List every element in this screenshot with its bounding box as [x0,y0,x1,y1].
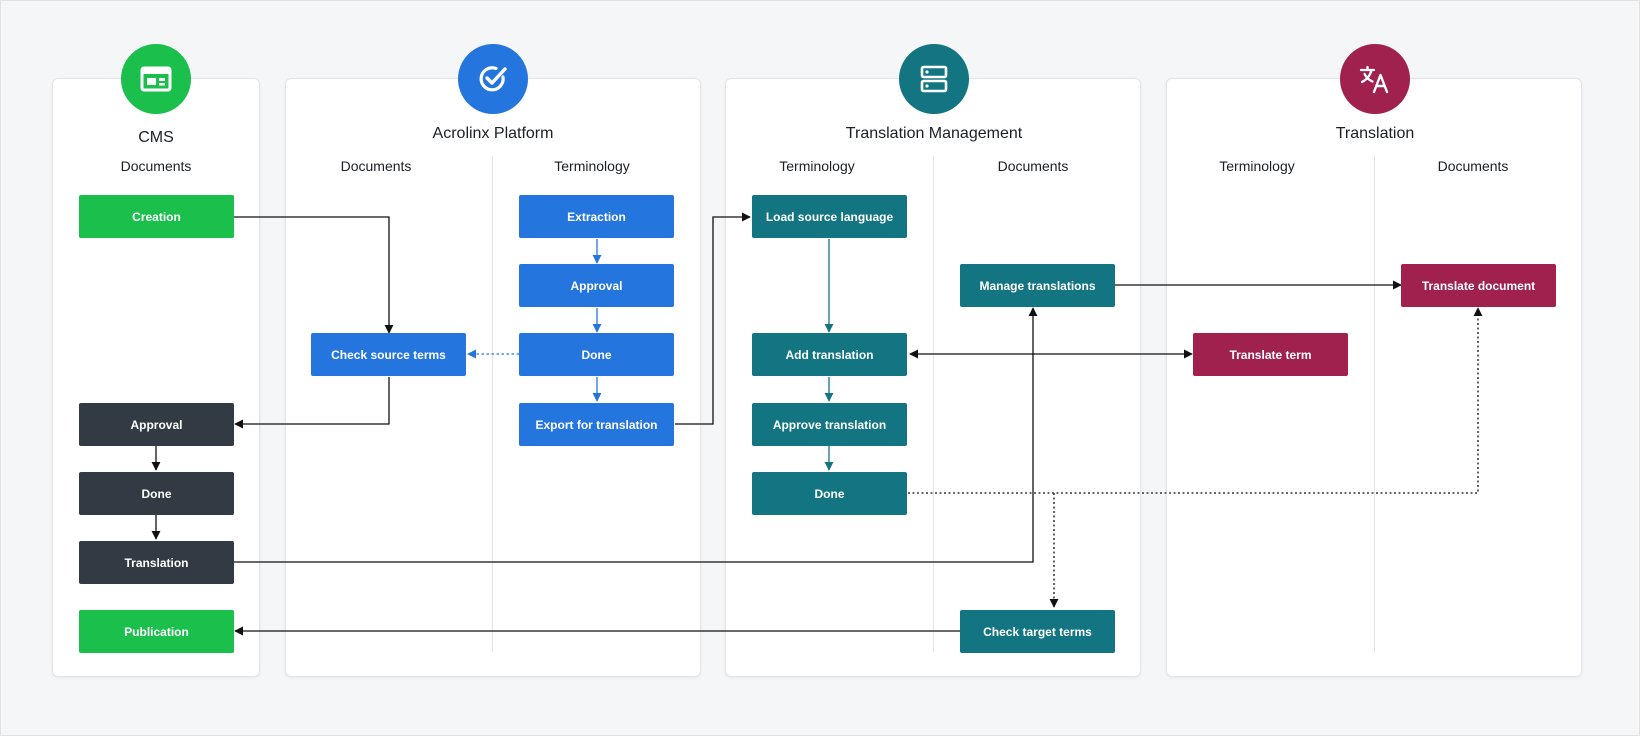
cms-creation-step[interactable]: Creation [79,195,234,238]
translate-term-step[interactable]: Translate term [1193,333,1348,376]
acrolinx-column-divider [492,156,493,652]
translation-column-terminology: Terminology [1219,158,1295,174]
extraction-step[interactable]: Extraction [519,195,674,238]
load-source-language-step[interactable]: Load source language [752,195,907,238]
manage-translations-step[interactable]: Manage translations [960,264,1115,307]
acrolinx-column-documents: Documents [340,158,412,174]
tms-done-step[interactable]: Done [752,472,907,515]
tms-title: Translation Management [845,125,1023,142]
cms-done-step[interactable]: Done [79,472,234,515]
translation-title: Translation [1335,125,1415,142]
tms-column-divider [933,156,934,652]
cms-publication-step[interactable]: Publication [79,610,234,653]
translation-column-documents: Documents [1437,158,1509,174]
translate-icon [1340,44,1410,114]
acrolinx-check-icon [458,44,528,114]
server-icon [899,44,969,114]
check-target-terms-step[interactable]: Check target terms [960,610,1115,653]
cms-translation-step[interactable]: Translation [79,541,234,584]
tms-column-terminology: Terminology [779,158,855,174]
approve-translation-step[interactable]: Approve translation [752,403,907,446]
acrolinx-done-step[interactable]: Done [519,333,674,376]
check-source-terms-step[interactable]: Check source terms [311,333,466,376]
cms-title: CMS [138,129,174,146]
translation-column-divider [1374,156,1375,652]
cms-approval-step[interactable]: Approval [79,403,234,446]
translate-document-step[interactable]: Translate document [1401,264,1556,307]
acrolinx-approval-step[interactable]: Approval [519,264,674,307]
cms-column-documents: Documents [120,158,192,174]
acrolinx-title: Acrolinx Platform [432,125,554,142]
add-translation-step[interactable]: Add translation [752,333,907,376]
acrolinx-column-terminology: Terminology [554,158,630,174]
export-for-translation-step[interactable]: Export for translation [519,403,674,446]
browser-window-icon [121,44,191,114]
tms-column-documents: Documents [997,158,1069,174]
